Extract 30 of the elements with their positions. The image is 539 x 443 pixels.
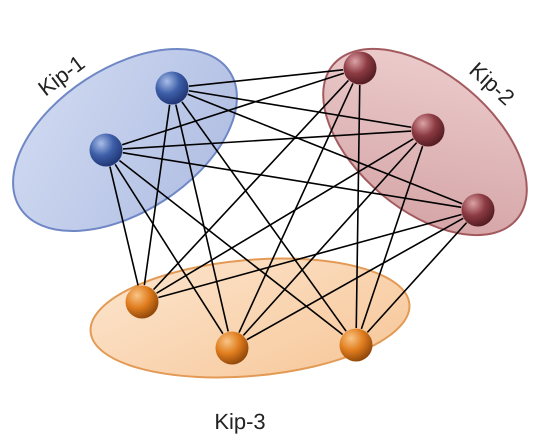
connector-line	[144, 104, 170, 286]
sphere	[461, 193, 495, 227]
connector-line	[114, 164, 224, 334]
sphere	[343, 51, 377, 85]
connector-line	[188, 90, 412, 128]
sphere	[339, 328, 373, 362]
connector-line	[109, 166, 139, 286]
connector-line	[360, 146, 424, 330]
connector-line	[188, 69, 344, 87]
connector-line	[238, 83, 354, 333]
connector-line	[158, 214, 462, 298]
sphere	[89, 133, 123, 167]
connector-line	[122, 130, 412, 150]
connector-line	[246, 218, 464, 340]
connector-line	[175, 104, 229, 332]
sphere	[215, 331, 249, 365]
connector-line	[122, 152, 462, 208]
sphere	[155, 71, 189, 105]
sphere	[125, 285, 159, 319]
connector-line	[181, 101, 347, 332]
connector-line	[366, 222, 468, 333]
connector-line	[355, 84, 361, 328]
connector-line	[242, 142, 418, 336]
group-label: Kip-3	[214, 409, 266, 435]
connector-line	[188, 94, 462, 204]
connector-line	[156, 138, 414, 294]
connector-line	[118, 160, 344, 336]
sphere	[411, 113, 445, 147]
connector-line	[153, 80, 349, 290]
connector-line	[122, 72, 344, 146]
